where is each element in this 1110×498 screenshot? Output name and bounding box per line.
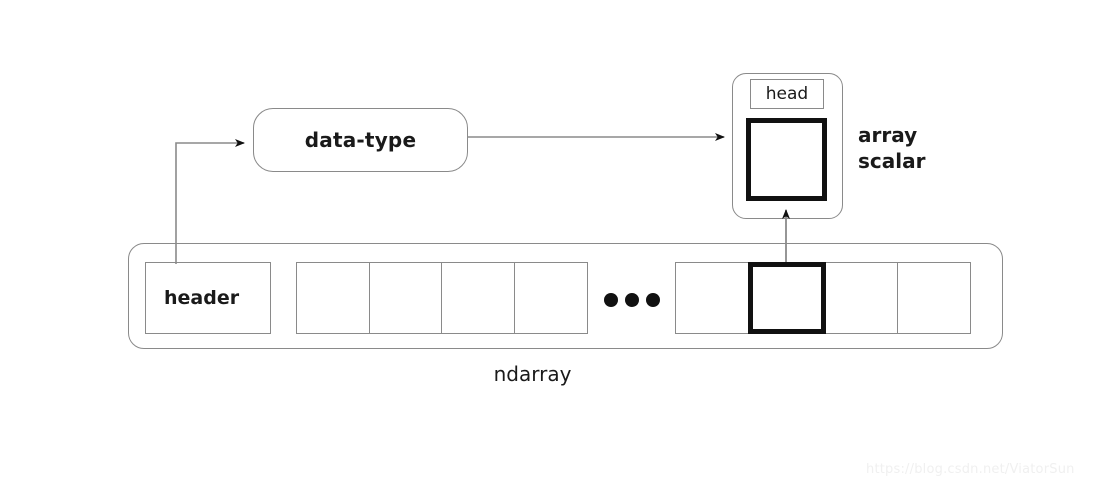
- ndarray-cell-highlighted: [747, 262, 826, 334]
- array-scalar-caption-line2: scalar: [858, 149, 926, 173]
- array-scalar-caption-line1: array: [858, 123, 918, 147]
- ellipsis-dot: [646, 293, 660, 307]
- ndarray-cell: [824, 262, 899, 334]
- ndarray-cell: [896, 262, 971, 334]
- ndarray-caption-text: ndarray: [493, 362, 572, 386]
- ndarray-header-label: header: [164, 287, 240, 309]
- array-scalar-caption: array scalar: [858, 122, 925, 174]
- ndarray-cell: [513, 262, 588, 334]
- data-type-node: data-type: [253, 108, 468, 172]
- ndarray-header-cell: header: [145, 262, 271, 334]
- ndarray-cell: [296, 262, 370, 334]
- ndarray-caption: ndarray: [0, 362, 1110, 386]
- data-type-label: data-type: [304, 128, 417, 152]
- watermark-text: https://blog.csdn.net/ViatorSun: [866, 462, 1075, 477]
- array-scalar-value-box: [746, 118, 827, 201]
- ndarray-cell-group-right: [675, 262, 971, 334]
- ndarray-cell: [441, 262, 516, 334]
- head-box: head: [750, 79, 824, 109]
- ndarray-cell: [675, 262, 749, 334]
- ellipsis-dot: [604, 293, 618, 307]
- ndarray-cell-group-left: [296, 262, 588, 334]
- ndarray-ellipsis: [604, 290, 660, 310]
- ellipsis-dot: [625, 293, 639, 307]
- ndarray-cell: [368, 262, 443, 334]
- head-label: head: [765, 84, 809, 104]
